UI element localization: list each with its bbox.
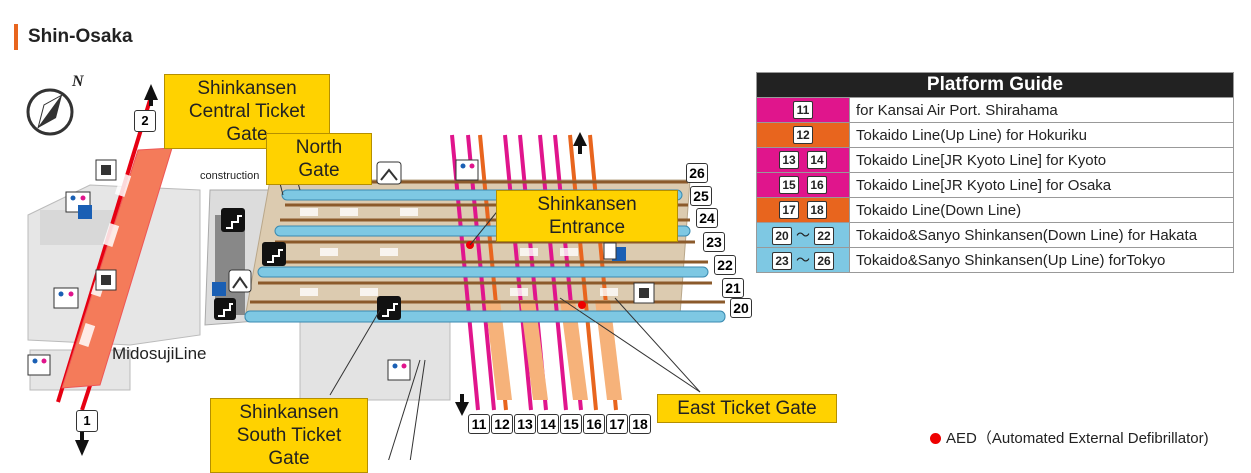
callout-shinkansen-entrance: Shinkansen Entrance [496,190,678,242]
aed-dot-icon [930,433,941,444]
platform-number-badge: 20 [772,227,792,245]
platform-number-badge: 23 [772,252,792,270]
platform-number-badge: 17 [779,201,799,219]
stairs-icon [377,296,401,320]
construction-label: construction [200,170,260,182]
stairs-icon [221,208,245,232]
platform-guide-description: Tokaido Line[JR Kyoto Line] for Kyoto [849,147,1234,173]
aed-marker [578,301,586,309]
platform-number: 23 [703,232,725,252]
platform-number: 25 [690,186,712,206]
platform-guide-title: Platform Guide [756,72,1234,98]
arrow-down-icon [75,432,89,456]
midosuji-line-label: MidosujiLine [112,344,207,363]
platform-number-badge: 18 [807,201,827,219]
range-separator: ～ [796,252,810,268]
platform-number-badge: 11 [793,101,813,119]
ticket-machine-icon [95,269,117,291]
callout-east-gate: East Ticket Gate [657,394,837,423]
platform-guide-numbers: 23～26 [756,247,850,273]
platform-number-badge: 12 [793,126,813,144]
stairs-icon [262,242,286,266]
platform-guide-numbers: 12 [756,122,850,148]
platform-guide-numbers: 13 14 [756,147,850,173]
restroom-icon [53,287,79,309]
platform-number: 15 [560,414,582,434]
platform-number-badge: 26 [814,252,834,270]
aed-legend-text: AED（Automated External Defibrillator) [946,430,1209,447]
platform-number: 11 [468,414,490,434]
platform-guide-description: Tokaido Line(Down Line) [849,197,1234,223]
platform-number: 14 [537,414,559,434]
station-map: N [26,73,726,460]
arrow-down-icon [455,394,469,416]
platform-guide-numbers: 11 [756,97,850,123]
compass-icon: N [26,73,85,136]
platform-number: 22 [714,255,736,275]
platform-guide-description: for Kansai Air Port. Shirahama [849,97,1234,123]
platform-guide-row: 12 Tokaido Line(Up Line) for Hokuriku [756,122,1234,148]
svg-text:N: N [71,73,85,90]
platform-number-badge: 22 [814,227,834,245]
restroom-icon [27,354,51,376]
range-separator: ～ [796,227,810,243]
wheelchair-icon [212,282,226,296]
midosuji-exit-label: 2 [134,110,156,132]
arrow-up-icon [573,132,587,154]
platform-number: 17 [606,414,628,434]
platform-guide-table: Platform Guide 11 for Kansai Air Port. Sh… [756,72,1234,273]
platform-guide-numbers: 20～22 [756,222,850,248]
platform-number: 18 [629,414,651,434]
stairs-icon [214,298,236,320]
platform-guide-description: Tokaido&Sanyo Shinkansen(Down Line) for … [849,222,1234,248]
page-title: Shin-Osaka [28,26,133,47]
ticket-machine-icon [95,159,117,181]
callout-shinkansen-central: Shinkansen Central Ticket Gate [164,74,330,149]
platform-guide-description: Tokaido Line[JR Kyoto Line] for Osaka [849,172,1234,198]
platform-number-badge: 16 [807,176,827,194]
callout-shinkansen-south: Shinkansen South Ticket Gate [210,398,368,473]
escalator-icon [228,269,252,293]
platform-number: 26 [686,163,708,183]
platform-guide-row: 11 for Kansai Air Port. Shirahama [756,97,1234,123]
callout-north-gate: North Gate [266,133,372,185]
restroom-icon [387,359,411,381]
platform-number-badge: 15 [779,176,799,194]
platform-number: 24 [696,208,718,228]
platform-number: 13 [514,414,536,434]
arrow-up-icon [144,84,158,106]
wheelchair-icon [78,205,92,219]
platform-number: 12 [491,414,513,434]
restroom-icon [603,242,617,260]
midosuji-exit-label: 1 [76,410,98,432]
aed-legend: AED（Automated External Defibrillator) [930,427,1209,448]
platform-number: 20 [730,298,752,318]
platform-guide-description: Tokaido Line(Up Line) for Hokuriku [849,122,1234,148]
restroom-icon [455,159,479,181]
platform-number-badge: 13 [779,151,799,169]
platform-number-badge: 14 [807,151,827,169]
title-accent-bar [14,24,18,50]
platform-guide-description: Tokaido&Sanyo Shinkansen(Up Line) forTok… [849,247,1234,273]
platform-number: 21 [722,278,744,298]
escalator-icon [376,161,402,185]
ticket-machine-icon [633,282,655,304]
platform-guide-row: 13 14 Tokaido Line[JR Kyoto Line] for Kyot… [756,147,1234,173]
platform-number: 16 [583,414,605,434]
